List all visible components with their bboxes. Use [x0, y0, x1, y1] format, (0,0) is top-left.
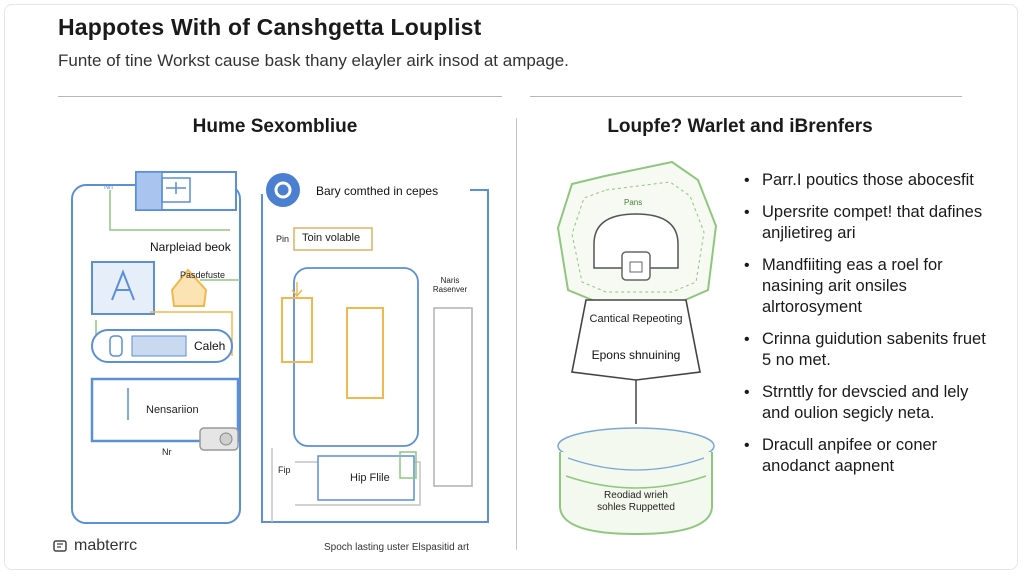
settings-circle-icon: [266, 173, 300, 207]
bullet-item: Strnttly for devscied and lely and oulio…: [740, 382, 990, 424]
right-panel-title: Loupfe? Warlet and iBrenfers: [607, 116, 873, 137]
page-subtitle: Funte of tine Workst cause bask thany el…: [58, 51, 569, 70]
box-small-label: Pasdefuste: [180, 270, 226, 280]
brand: mabterrc: [52, 537, 137, 555]
base-label: Reodiad wrieh sohles Ruppetted: [597, 490, 675, 513]
right-outer-loop: [261, 194, 489, 523]
slide-frame: [4, 4, 1018, 570]
footer-caption: Spoch lasting uster Elspasitid art: [324, 542, 470, 553]
shield-arch: [593, 213, 679, 269]
page-title: Happotes With of Canshgetta Louplist: [58, 14, 482, 40]
node-small-label: Nn: [104, 184, 113, 191]
heading-box-label: Narpleiad beok: [150, 240, 231, 254]
base-body: [559, 452, 713, 536]
bullet-list: Parr.I poutics those abocesfit Upersrite…: [740, 170, 990, 488]
nr-label: Nr: [162, 447, 172, 457]
gray-box-right: [433, 307, 473, 487]
vol-box: [293, 227, 373, 251]
brand-name: mabterrc: [74, 537, 138, 554]
hip-file-label: Hip Flile: [350, 472, 390, 484]
orange-box-right: [346, 307, 384, 399]
right-header-rule: [530, 96, 962, 97]
hip-file-box: [317, 455, 415, 501]
center-top-label: Cantical Repeoting: [589, 313, 683, 325]
fip-label: Fip: [278, 465, 291, 475]
top-node-label: Bary comthed in cepes: [316, 184, 439, 198]
vol-box-label: Toin volable: [302, 232, 361, 244]
orange-box-left: [281, 297, 313, 363]
center-bottom-label: Epons shnuining: [591, 348, 681, 362]
house-icon: [170, 268, 208, 307]
lock-icon: [621, 251, 651, 281]
pin-label: Pin: [276, 234, 290, 244]
panel-divider: [516, 118, 517, 550]
bullet-item: Crinna guidution sabenits fruet 5 no met…: [740, 329, 990, 371]
bullet-item: Parr.I poutics those abocesfit: [740, 170, 990, 191]
center-pentagon: [571, 299, 701, 381]
bullet-item: Upersrite compet! that dafines anjlietir…: [740, 202, 990, 244]
nensariion-label: Nensariion: [146, 404, 199, 416]
right-small-label: Naris Rasenver: [432, 276, 468, 294]
caleh-label: Caleh: [194, 339, 226, 353]
left-header-rule: [58, 96, 502, 97]
brand-icon: [53, 540, 67, 552]
bullet-item: Dracull anpifee or coner anodanct aapnen…: [740, 435, 990, 477]
green-connector-top: [109, 190, 230, 231]
shield-top-label: Pans: [624, 198, 643, 207]
left-panel-title: Hume Sexombliue: [192, 116, 358, 137]
bullet-item: Mandfiiting eas a roel for nasining arit…: [740, 255, 990, 318]
middle-loop: [293, 267, 419, 447]
